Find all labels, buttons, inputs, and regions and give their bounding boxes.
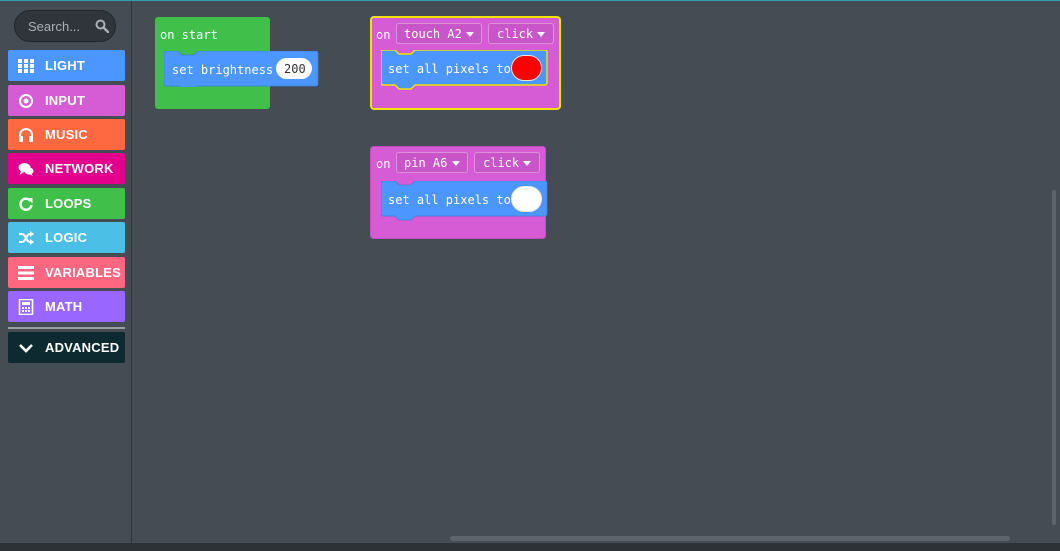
chat-icon xyxy=(18,163,34,176)
category-network[interactable]: NETWORK xyxy=(8,153,125,184)
touch-action-value: click xyxy=(497,27,534,41)
category-variables[interactable]: VARIABLES xyxy=(8,257,125,288)
grid-icon xyxy=(18,59,34,73)
touch-action-dropdown[interactable]: click xyxy=(488,23,554,44)
list-icon xyxy=(18,266,34,280)
category-input[interactable]: INPUT xyxy=(8,85,125,116)
set-all-pixels-block-shape xyxy=(381,50,548,90)
toolbox-search-input[interactable]: Search... xyxy=(14,10,116,42)
set-all-pixels-block[interactable]: set all pixels to xyxy=(381,181,548,221)
category-label: INPUT xyxy=(45,93,85,108)
caret-down-icon xyxy=(466,32,474,37)
category-label: LOGIC xyxy=(45,230,88,245)
caret-down-icon xyxy=(523,161,531,166)
advanced-label: ADVANCED xyxy=(45,340,120,355)
shuffle-icon xyxy=(19,231,34,245)
pin-source-value: pin A6 xyxy=(404,156,448,170)
category-label: LIGHT xyxy=(45,58,85,73)
search-placeholder: Search... xyxy=(28,19,81,34)
refresh-icon xyxy=(19,197,33,211)
workspace-vertical-scrollbar[interactable] xyxy=(1052,190,1056,525)
category-light[interactable]: LIGHT xyxy=(8,50,125,81)
pixel-color-picker[interactable] xyxy=(511,55,542,81)
touch-source-dropdown[interactable]: touch A2 xyxy=(396,23,482,44)
pin-source-dropdown[interactable]: pin A6 xyxy=(396,152,468,173)
workspace-horizontal-scrollbar[interactable] xyxy=(450,536,1010,541)
set-all-pixels-label: set all pixels to xyxy=(388,193,511,207)
category-loops[interactable]: LOOPS xyxy=(8,188,125,219)
category-label: NETWORK xyxy=(45,161,114,176)
set-all-pixels-block[interactable]: set all pixels to xyxy=(381,50,548,90)
category-label: MUSIC xyxy=(45,127,88,142)
caret-down-icon xyxy=(452,161,460,166)
target-icon xyxy=(19,94,33,108)
window-top-border xyxy=(0,0,1060,1)
touch-source-value: touch A2 xyxy=(404,27,462,41)
pin-action-dropdown[interactable]: click xyxy=(474,152,540,173)
search-icon[interactable] xyxy=(95,19,109,33)
calculator-icon xyxy=(18,299,34,315)
set-brightness-label: set brightness xyxy=(172,63,274,77)
toolbox-divider xyxy=(8,327,125,329)
set-all-pixels-block-shape xyxy=(381,181,548,221)
category-label: VARIABLES xyxy=(45,265,121,280)
on-label: on xyxy=(376,28,391,42)
toolbox-sidebar: Search... LIGHT INPUT MUSIC xyxy=(0,1,132,543)
on-pin-event-block[interactable]: on pin A6 click set all pixels to xyxy=(370,146,548,239)
pixel-color-picker[interactable] xyxy=(511,186,542,212)
advanced-toggle[interactable]: ADVANCED xyxy=(8,332,125,363)
bottom-bar xyxy=(0,543,1060,551)
caret-down-icon xyxy=(537,32,545,37)
category-label: MATH xyxy=(45,299,83,314)
category-math[interactable]: MATH xyxy=(8,291,125,322)
category-logic[interactable]: LOGIC xyxy=(8,222,125,253)
brightness-value: 200 xyxy=(284,62,306,76)
category-music[interactable]: MUSIC xyxy=(8,119,125,150)
set-brightness-block[interactable]: set brightness 200 xyxy=(164,51,319,87)
on-touch-event-block[interactable]: on touch A2 click set all pixels to xyxy=(370,16,561,110)
category-label: LOOPS xyxy=(45,196,92,211)
brightness-value-input[interactable]: 200 xyxy=(276,58,312,79)
headphones-icon xyxy=(19,128,33,142)
set-all-pixels-label: set all pixels to xyxy=(388,62,511,76)
on-start-label: on start xyxy=(160,28,218,42)
pin-action-value: click xyxy=(483,156,520,170)
on-label: on xyxy=(376,157,391,171)
chevron-down-icon xyxy=(19,344,33,353)
